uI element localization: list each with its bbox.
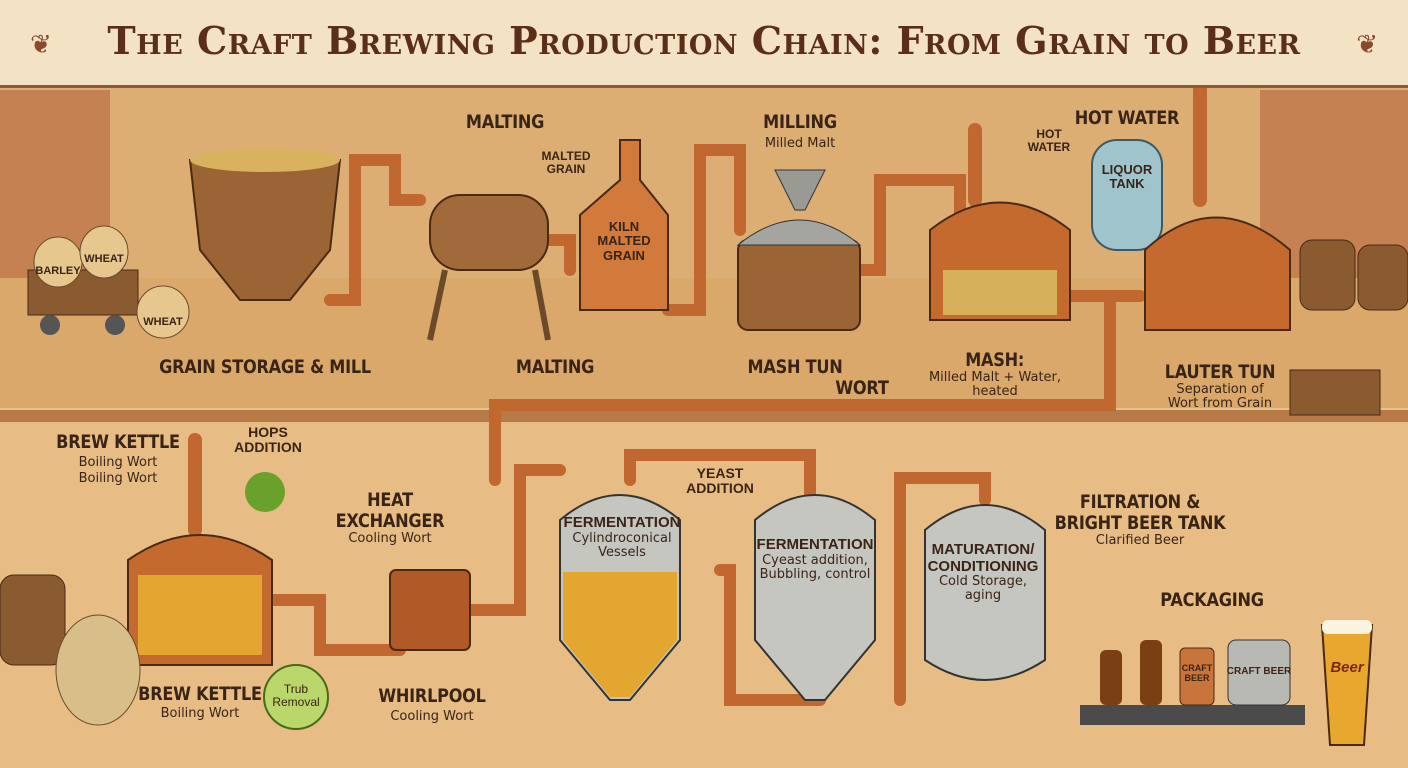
trub-removal-label: Trub Removal bbox=[272, 682, 320, 710]
hop-cone-icon bbox=[245, 472, 285, 512]
malting-title: MALTING bbox=[465, 111, 545, 133]
maturation-tank bbox=[924, 504, 1046, 681]
barrel-2 bbox=[1357, 244, 1408, 311]
hot-water-note: HOT WATER bbox=[1027, 127, 1071, 155]
whirlpool-title: WHIRLPOOL bbox=[378, 685, 486, 707]
lauter-tun-title: LAUTER TUN bbox=[1164, 361, 1276, 383]
milling-title: MILLING bbox=[763, 111, 837, 133]
bottle bbox=[1100, 650, 1122, 705]
boiling-wort bbox=[138, 575, 262, 655]
maturation-group: MATURATION/ CONDITIONING Cold Storage, a… bbox=[921, 541, 1046, 604]
pipe-kettle-exchanger bbox=[264, 594, 406, 656]
glass-label: Beer bbox=[1330, 659, 1364, 676]
pipe-fermenter-2b bbox=[714, 564, 826, 706]
wort-label: WORT bbox=[835, 377, 889, 399]
conveyor bbox=[1080, 705, 1305, 725]
malting-bottom-title: MALTING bbox=[515, 356, 595, 378]
beer-keg bbox=[1227, 639, 1291, 706]
fermentation-1-group: FERMENTATION Cylindroconical Vessels bbox=[563, 514, 681, 560]
mash-contents bbox=[943, 270, 1057, 315]
pipe-exchanger-fermenter bbox=[464, 464, 566, 616]
spent-grain-cart bbox=[1289, 369, 1381, 416]
mash-label-group: MASH: Milled Malt + Water, heated bbox=[915, 350, 1075, 399]
mash-tun-title: MASH TUN bbox=[747, 356, 843, 378]
fermentation-2-sub: Cyeast addition, Bubbling, control bbox=[759, 552, 871, 582]
mash-tun bbox=[737, 239, 861, 331]
flourish-left-icon: ❦ bbox=[30, 30, 52, 60]
maturation-title: MATURATION/ CONDITIONING bbox=[927, 541, 1039, 575]
barrel bbox=[1299, 239, 1356, 311]
liquor-tank bbox=[1091, 139, 1163, 251]
barrel-left bbox=[0, 574, 66, 666]
sack-label: WHEAT bbox=[143, 316, 183, 328]
filtration-sub: Clarified Beer bbox=[1095, 532, 1185, 548]
barley-sack bbox=[33, 236, 83, 288]
pipe-fermenter-2 bbox=[624, 449, 816, 506]
brew-kettle-bottom-title: BREW KETTLE bbox=[138, 683, 262, 705]
kiln-label: KILN MALTED GRAIN bbox=[597, 219, 651, 263]
kiln bbox=[579, 139, 669, 311]
page-title: The Craft Brewing Production Chain: From… bbox=[107, 18, 1301, 63]
lauter-tun-group: LAUTER TUN Separation of Wort from Grain bbox=[1155, 362, 1285, 411]
grain-pile bbox=[190, 148, 340, 172]
flourish-right-icon: ❦ bbox=[1356, 30, 1378, 60]
pipe-malting-kiln bbox=[542, 234, 576, 276]
fermentation-2-title: FERMENTATION bbox=[756, 536, 874, 553]
beer-can bbox=[1179, 647, 1215, 706]
pipe-grain-malting bbox=[324, 154, 426, 306]
brew-kettle-sub-2: Boiling Wort bbox=[78, 471, 158, 486]
grain-storage-title: GRAIN STORAGE & MILL bbox=[159, 356, 371, 378]
brew-kettle-bottom-sub: Boiling Wort bbox=[160, 706, 240, 721]
heat-exchanger bbox=[389, 569, 471, 651]
maturation-sub: Cold Storage, aging bbox=[938, 574, 1028, 604]
packaging-title: PACKAGING bbox=[1160, 589, 1264, 611]
fermentation-2-group: FERMENTATION Cyeast addition, Bubbling, … bbox=[756, 536, 874, 582]
wheat-sack-2 bbox=[136, 285, 190, 339]
whirlpool-sub: Cooling Wort bbox=[390, 709, 474, 724]
yeast-addition-label: YEAST ADDITION bbox=[686, 465, 754, 497]
pipe-kiln-mill bbox=[662, 144, 746, 316]
brew-kettle-sub: Boiling Wort bbox=[78, 455, 158, 470]
trub-removal-badge bbox=[263, 664, 329, 730]
mill-hopper bbox=[774, 169, 826, 211]
hot-water-title: HOT WATER bbox=[1074, 107, 1180, 129]
milling-sub: Milled Malt bbox=[764, 136, 836, 151]
malted-grain-note: MALTED GRAIN bbox=[541, 149, 591, 177]
mash-title: MASH: bbox=[965, 349, 1025, 371]
bottle-2 bbox=[1140, 640, 1162, 705]
copper-pipes bbox=[188, 83, 1207, 706]
brew-kettle-title: BREW KETTLE bbox=[56, 431, 180, 453]
fermentation-1-title: FERMENTATION bbox=[563, 514, 681, 531]
malting-drum bbox=[429, 194, 549, 271]
sack-label: WHEAT bbox=[84, 253, 124, 265]
heat-exchanger-sub: Cooling Wort bbox=[348, 530, 432, 546]
heat-exchanger-title: HEAT EXCHANGER bbox=[335, 489, 445, 532]
pipe-mash bbox=[854, 174, 966, 276]
heat-exchanger-group: HEAT EXCHANGER Cooling Wort bbox=[325, 490, 455, 546]
lauter-tun bbox=[1144, 216, 1291, 331]
fermenter-2 bbox=[754, 494, 876, 701]
title-banner: ❦ The Craft Brewing Production Chain: Fr… bbox=[0, 0, 1408, 88]
lauter-tun-sub: Separation of Wort from Grain bbox=[1167, 381, 1273, 412]
wheat-sack bbox=[79, 225, 129, 279]
hops-sack bbox=[55, 614, 141, 726]
pipe-wort-return bbox=[489, 290, 1116, 486]
keg-label: CRAFT BEER bbox=[1226, 666, 1292, 677]
can-label: CRAFT BEER bbox=[1181, 663, 1213, 683]
fermentation-1-sub: Cylindroconical Vessels bbox=[572, 530, 672, 560]
mash-sub: Milled Malt + Water, heated bbox=[928, 369, 1062, 400]
beer-glass bbox=[1320, 624, 1374, 746]
liquor-tank-label: LIQUOR TANK bbox=[1101, 162, 1153, 192]
sack-label: BARLEY bbox=[35, 265, 81, 277]
filtration-group: FILTRATION & BRIGHT BEER TANK Clarified … bbox=[1030, 492, 1250, 548]
pipe-maturation bbox=[894, 472, 991, 706]
hops-addition-label: HOPS ADDITION bbox=[234, 424, 302, 456]
filtration-title: FILTRATION & BRIGHT BEER TANK bbox=[1054, 491, 1226, 534]
